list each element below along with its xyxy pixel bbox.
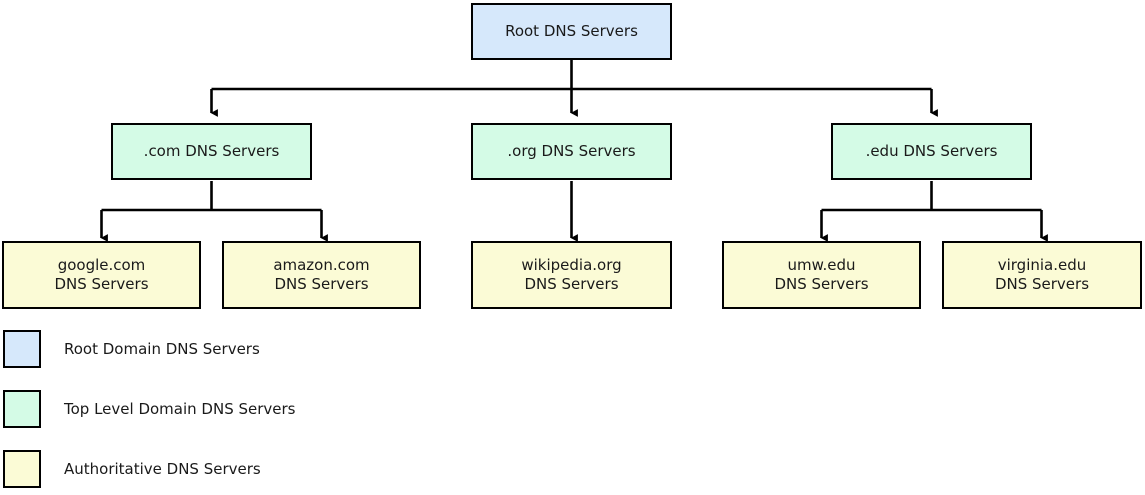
node-root-dns-servers[interactable]: Root DNS Servers [471,3,672,60]
legend-item-root-domain: Root Domain DNS Servers [3,330,260,368]
node-umw-edu-dns-servers[interactable]: umw.edu DNS Servers [722,241,921,309]
node-virginia-edu-dns-servers[interactable]: virginia.edu DNS Servers [942,241,1142,309]
legend-label-authoritative: Authoritative DNS Servers [64,460,261,478]
legend-swatch-root-icon [3,330,41,368]
legend-item-top-level-domain: Top Level Domain DNS Servers [3,390,295,428]
legend-label-top-level-domain: Top Level Domain DNS Servers [64,400,296,418]
legend-swatch-authoritative-icon [3,450,41,488]
legend-swatch-tld-icon [3,390,41,428]
node-org-dns-servers[interactable]: .org DNS Servers [471,123,672,180]
node-wikipedia-org-dns-servers[interactable]: wikipedia.org DNS Servers [471,241,672,309]
node-edu-dns-servers[interactable]: .edu DNS Servers [831,123,1032,180]
legend-label-root-domain: Root Domain DNS Servers [64,340,260,358]
node-google-com-dns-servers[interactable]: google.com DNS Servers [2,241,201,309]
node-com-dns-servers[interactable]: .com DNS Servers [111,123,312,180]
node-amazon-com-dns-servers[interactable]: amazon.com DNS Servers [222,241,421,309]
legend-item-authoritative: Authoritative DNS Servers [3,450,261,488]
